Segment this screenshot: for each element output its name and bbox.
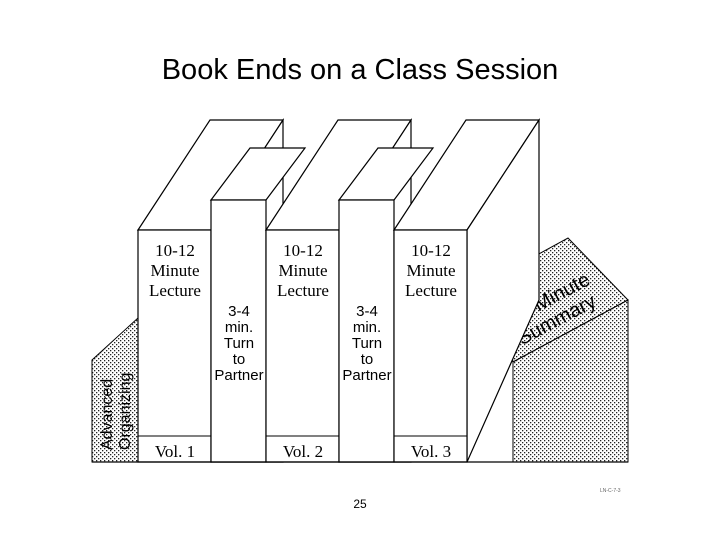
volume-1-label: Vol. 1 <box>155 442 195 461</box>
break-1-line5: Partner <box>214 367 263 384</box>
volume-1-line2: Minute <box>150 261 199 280</box>
bookend-left-line2: Organizing <box>117 373 134 450</box>
volume-3-line1: 10-12 <box>411 241 451 260</box>
footer-mark: LN-C-7-3 <box>600 488 621 494</box>
break-1-line3: Turn <box>224 335 254 352</box>
break-1-line2: min. <box>225 319 253 336</box>
break-1-line4: to <box>233 351 246 368</box>
break-2-line2: min. <box>353 319 381 336</box>
bookend-left-line1: Advanced <box>99 379 116 450</box>
page-number: 25 <box>353 497 367 511</box>
left-bookend: Advanced Organizing <box>91 316 139 463</box>
break-2-line5: Partner <box>342 367 391 384</box>
volume-1-line1: 10-12 <box>155 241 195 260</box>
volume-book-3: 10-12 Minute Lecture Vol. 3 <box>392 117 541 463</box>
volume-3-label: Vol. 3 <box>411 442 451 461</box>
volume-2-label: Vol. 2 <box>283 442 323 461</box>
volume-2-line2: Minute <box>278 261 327 280</box>
break-2-line1: 3-4 <box>356 303 378 320</box>
volume-1-line3: Lecture <box>149 281 201 300</box>
volume-3-line2: Minute <box>406 261 455 280</box>
volume-2-line1: 10-12 <box>283 241 323 260</box>
break-2-line3: Turn <box>352 335 382 352</box>
slide-title: Book Ends on a Class Session <box>161 54 559 86</box>
volume-3-line3: Lecture <box>405 281 457 300</box>
volume-2-line3: Lecture <box>277 281 329 300</box>
break-2-line4: to <box>361 351 374 368</box>
turn-to-partner-book-2: 3-4 min. Turn to Partner <box>337 147 435 463</box>
turn-to-partner-book-1: 3-4 min. Turn to Partner <box>209 147 307 463</box>
break-1-line1: 3-4 <box>228 303 250 320</box>
